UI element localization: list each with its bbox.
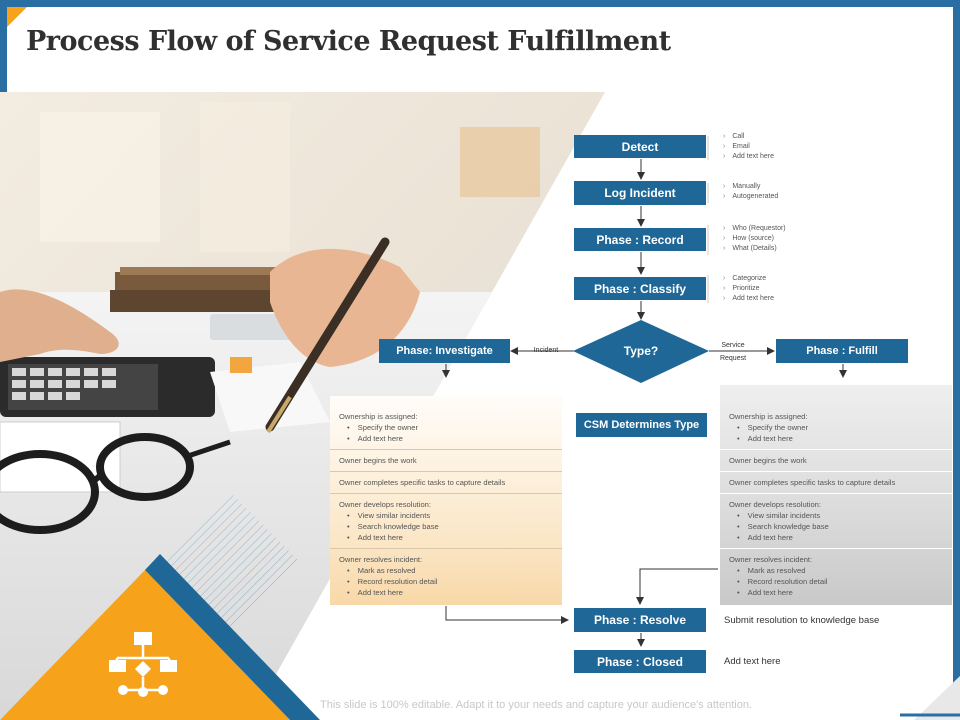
classify-notes: Categorize Prioritize Add text here [723,274,774,304]
service-line-1: Service [721,342,745,349]
section-title: Owner completes specific tasks to captur… [729,478,896,487]
panel-section: Owner begins the work [720,450,952,472]
bullet-item: Add text here [339,532,553,543]
panel-section: Owner develops resolution: View similar … [720,494,952,549]
left-frame-bar [0,0,7,92]
note-item: Prioritize [723,284,774,294]
footer-note: This slide is 100% editable. Adapt it to… [320,699,752,711]
resolve-side-text: Submit resolution to knowledge base [724,615,880,626]
panel-section: Owner develops resolution: View similar … [330,494,562,549]
phase-closed-box: Phase : Closed [574,650,706,673]
note-item: Add text here [723,294,774,304]
section-title: Ownership is assigned: [339,412,418,421]
section-title: Owner develops resolution: [729,500,822,509]
section-title: Owner resolves incident: [729,555,813,564]
bullet-item: Add text here [729,532,943,543]
panel-section: Ownership is assigned: Specify the owner… [330,396,562,450]
note-item: Email [723,142,774,152]
phase-classify-box: Phase : Classify [574,277,706,300]
section-title: Owner develops resolution: [339,500,432,509]
bullet-item: Mark as resolved [339,565,553,576]
bullet-item: Mark as resolved [729,565,943,576]
note-item: Manually [723,182,778,192]
phase-resolve-box: Phase : Resolve [574,608,706,632]
detect-notes: Call Email Add text here [723,132,774,162]
service-request-edge-label: Service Request [713,341,753,364]
bullet-item: Add text here [729,587,943,598]
panel-section: Ownership is assigned: Specify the owner… [720,385,952,450]
investigate-steps-panel: Ownership is assigned: Specify the owner… [330,396,562,605]
bottom-right-accent [900,676,960,720]
bullet-item: Record resolution detail [729,576,943,587]
note-item: What (Details) [723,244,786,254]
section-title: Owner completes specific tasks to captur… [339,478,506,487]
bullet-item: Add text here [729,433,943,444]
log-incident-box: Log Incident [574,181,706,205]
note-item: Call [723,132,774,142]
bullet-item: Record resolution detail [339,576,553,587]
note-item: Categorize [723,274,774,284]
detect-box: Detect [574,135,706,158]
note-item: Autogenerated [723,192,778,202]
bullet-item: Add text here [339,433,553,444]
bullet-item: View similar incidents [729,510,943,521]
note-item: How (source) [723,234,786,244]
service-line-2: Request [719,355,747,362]
bullet-item: Add text here [339,587,553,598]
fulfill-steps-panel: Ownership is assigned: Specify the owner… [720,385,952,605]
bullet-item: View similar incidents [339,510,553,521]
panel-section: Owner completes specific tasks to captur… [720,472,952,494]
incident-edge-label: Incident [533,347,559,354]
note-item: Add text here [723,152,774,162]
page-title: Process Flow of Service Request Fulfillm… [26,26,671,57]
section-title: Owner begins the work [339,456,417,465]
closed-side-text: Add text here [724,656,781,667]
bullet-item: Search knowledge base [339,521,553,532]
bullet-item: Specify the owner [729,422,943,433]
record-notes: Who (Requestor) How (source) What (Detai… [723,224,786,254]
right-frame-bar [953,0,960,720]
type-decision-label: Type? [623,344,659,358]
panel-section: Owner completes specific tasks to captur… [330,472,562,494]
bullet-item: Search knowledge base [729,521,943,532]
top-frame-bar [0,0,960,7]
log-incident-notes: Manually Autogenerated [723,182,778,202]
section-title: Owner begins the work [729,456,807,465]
panel-section: Owner begins the work [330,450,562,472]
section-title: Owner resolves incident: [339,555,423,564]
panel-section: Owner resolves incident: Mark as resolve… [330,549,562,603]
note-item: Who (Requestor) [723,224,785,234]
csm-determines-type-box: CSM Determines Type [576,413,707,437]
bullet-item: Specify the owner [339,422,553,433]
phase-fulfill-box: Phase : Fulfill [776,339,908,363]
section-title: Ownership is assigned: [729,412,808,421]
phase-record-box: Phase : Record [574,228,706,251]
panel-section: Owner resolves incident: Mark as resolve… [720,549,952,603]
type-decision-diamond [573,320,709,383]
phase-investigate-box: Phase: Investigate [379,339,510,363]
org-chart-icon [109,632,177,697]
